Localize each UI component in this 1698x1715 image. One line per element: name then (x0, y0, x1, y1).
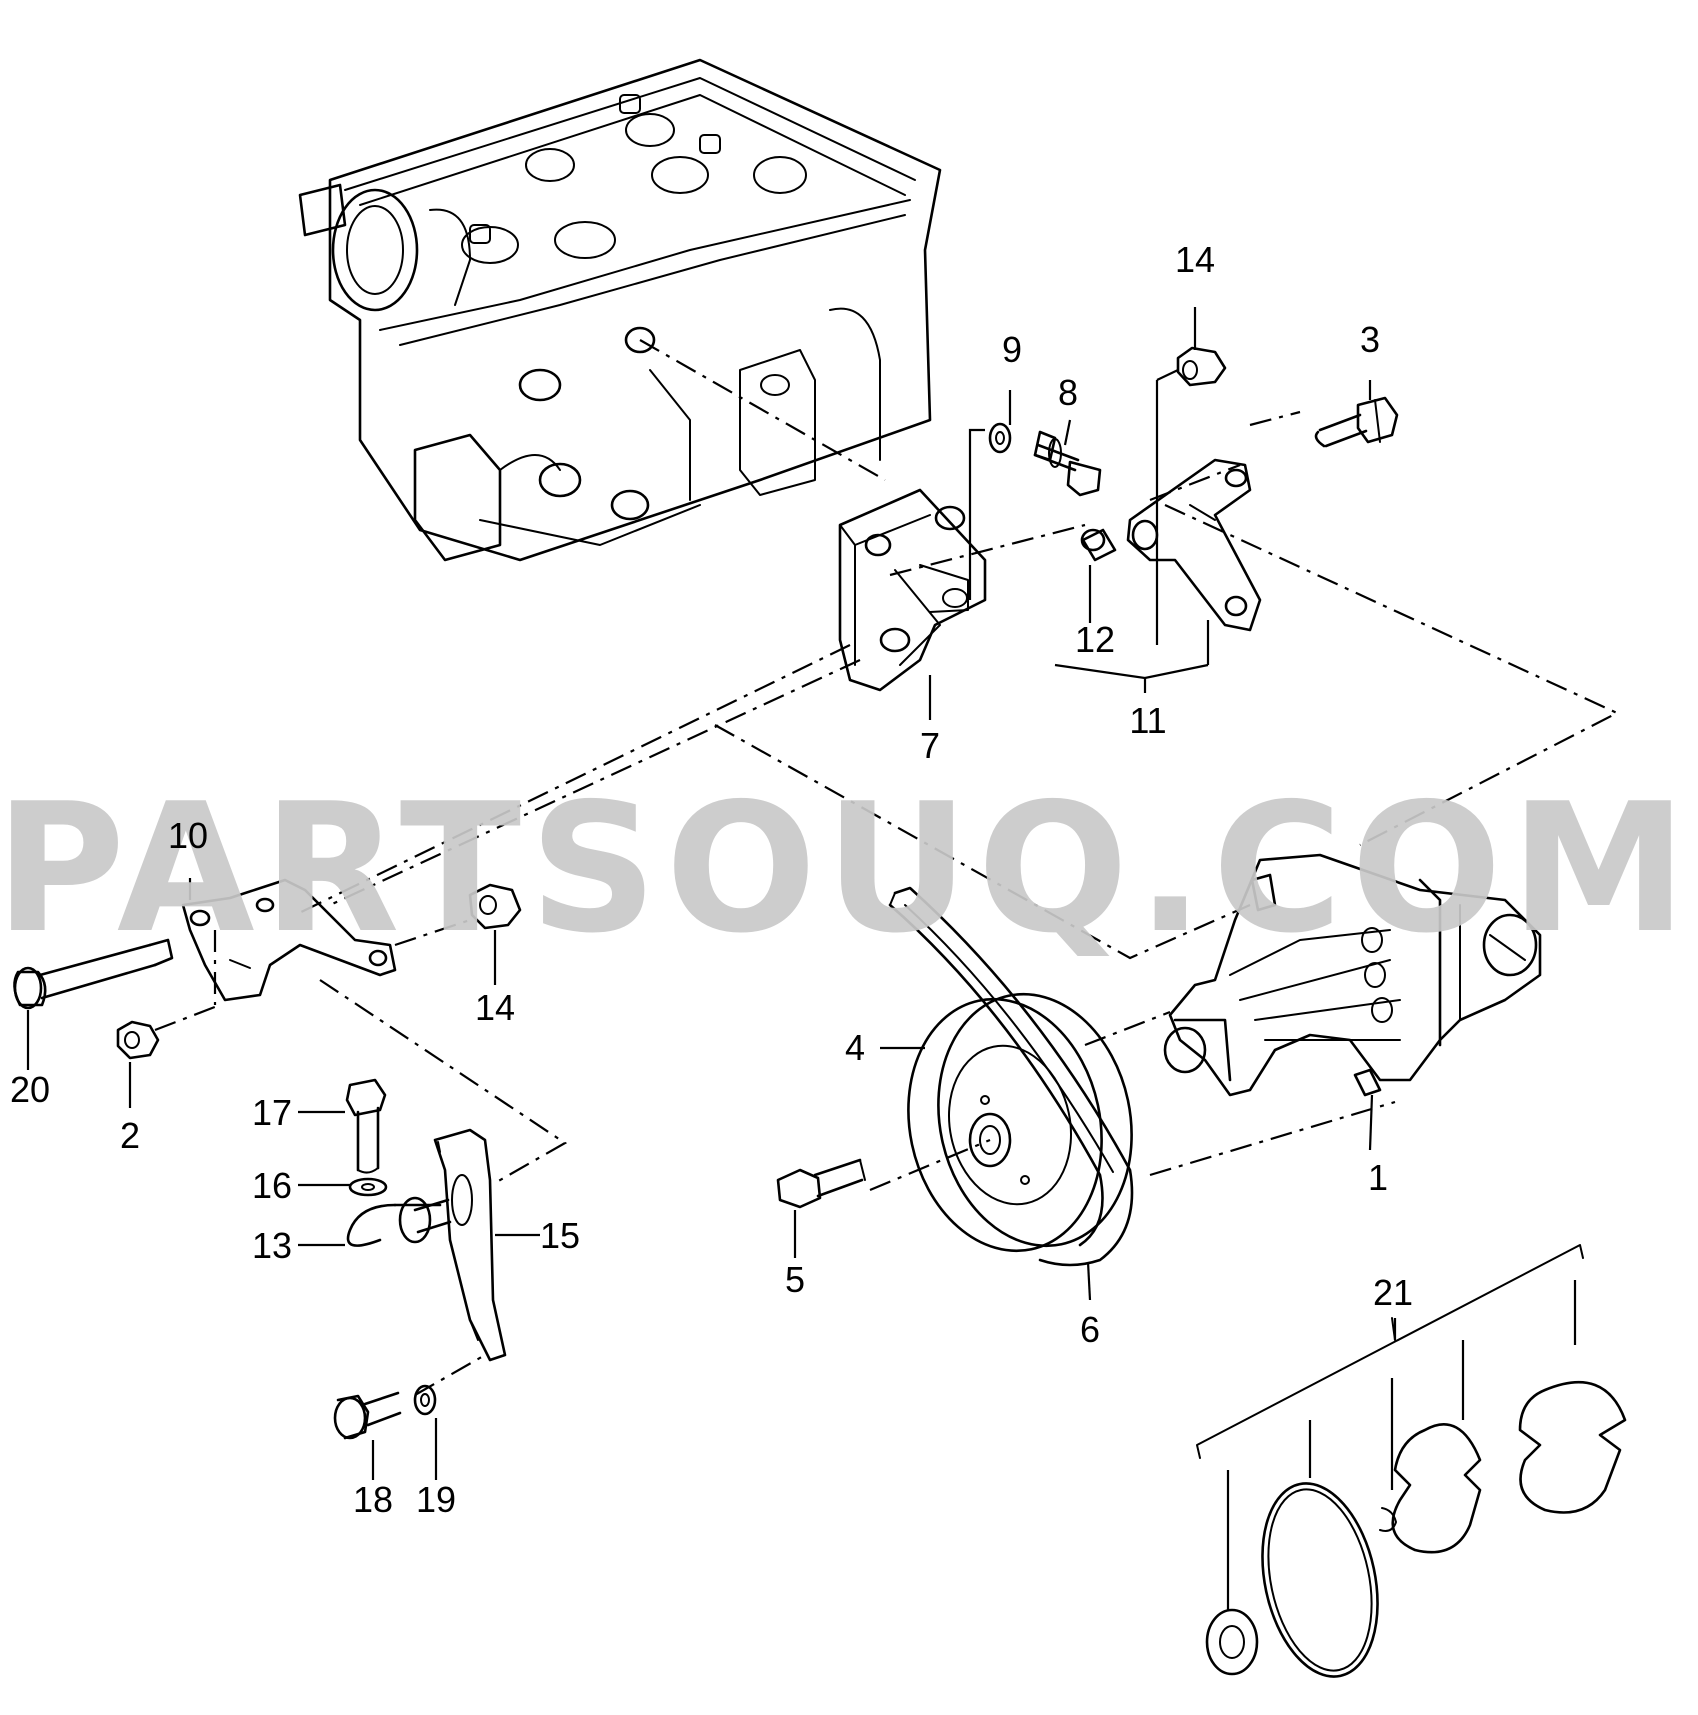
callout-19: 19 (416, 1479, 456, 1520)
bracket-part-10 (181, 878, 397, 1002)
watermark: PARTSOUQ.COM (0, 765, 1695, 972)
bracket-part-15 (433, 1128, 507, 1362)
water-pump (1163, 853, 1542, 1097)
bushing-part-12 (1080, 528, 1117, 562)
callout-8: 8 (1058, 372, 1078, 413)
callout-12: 12 (1075, 619, 1115, 660)
callout-13: 13 (252, 1225, 292, 1266)
callout-9: 9 (1002, 329, 1022, 370)
leader-lines (26, 307, 1577, 1610)
bracket-part-11 (1126, 458, 1262, 632)
callout-6: 6 (1080, 1309, 1100, 1350)
callout-4: 4 (845, 1027, 865, 1068)
callout-16: 16 (252, 1165, 292, 1206)
callout-14-lower: 14 (475, 987, 515, 1028)
washer-part-9 (988, 422, 1012, 454)
callout-2: 2 (120, 1115, 140, 1156)
vbelt-part-6 (888, 886, 1134, 1267)
callout-18: 18 (353, 1479, 393, 1520)
bolt-part-17 (345, 1078, 387, 1174)
assembly-lines (154, 339, 1620, 1396)
bracket-part-7 (838, 488, 987, 692)
pulley-part-4 (907, 992, 1133, 1253)
callout-15: 15 (540, 1215, 580, 1256)
callout-11: 11 (1129, 700, 1166, 741)
washer-part-16 (348, 1177, 388, 1197)
callout-14-upper: 14 (1175, 239, 1215, 280)
nut-part-14-upper (1176, 346, 1227, 387)
nut-part-2 (116, 1020, 160, 1060)
bolt-part-18 (333, 1391, 402, 1440)
callout-5: 5 (785, 1259, 805, 1300)
callout-numbers: 1 2 3 4 5 6 7 8 9 10 11 12 13 14 14 15 1… (10, 239, 1413, 1520)
callout-10: 10 (168, 815, 208, 856)
nut-part-14-lower (468, 883, 522, 930)
callout-17: 17 (252, 1092, 292, 1133)
callout-1: 1 (1368, 1157, 1388, 1198)
clamp-part-13 (346, 1196, 452, 1247)
engine-block (298, 58, 942, 562)
washer-part-19 (413, 1384, 437, 1416)
seal-kit-part-21 (1196, 1244, 1627, 1678)
callout-3: 3 (1360, 319, 1380, 360)
callout-7: 7 (920, 725, 940, 766)
callout-21: 21 (1373, 1272, 1413, 1313)
bolt-part-20 (13, 938, 174, 1010)
bolt-part-8 (1033, 430, 1102, 497)
bolt-part-5 (776, 1158, 866, 1209)
bolt-part-3 (1314, 396, 1399, 448)
callout-20: 20 (10, 1069, 50, 1110)
